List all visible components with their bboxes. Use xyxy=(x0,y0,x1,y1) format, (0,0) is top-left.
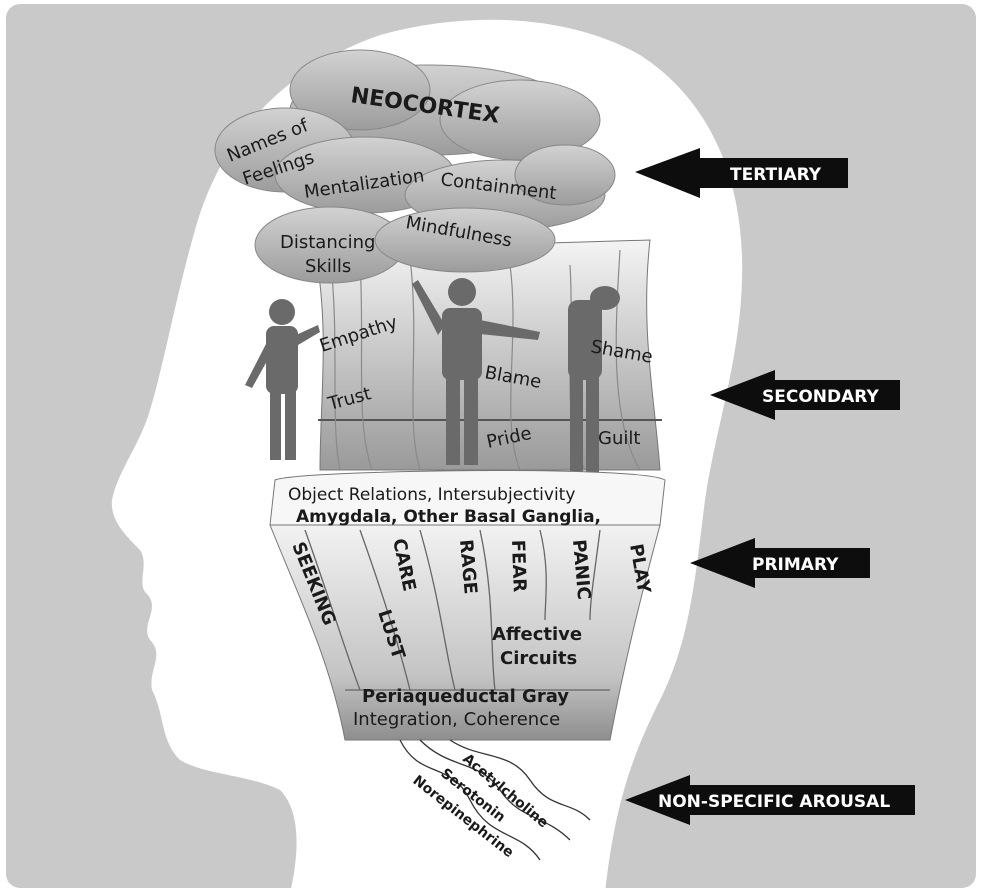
label-integration: Integration, Coherence xyxy=(353,709,560,730)
object-relations-band xyxy=(269,470,666,526)
label-skills: Skills xyxy=(305,256,351,277)
label-guilt: Guilt xyxy=(598,428,640,449)
primary-column-lines xyxy=(304,529,610,691)
neurotransmitter-ribbons xyxy=(399,739,591,861)
label-panic: PANIC xyxy=(568,539,594,601)
figure-empathy xyxy=(245,299,320,460)
figure-shame xyxy=(568,286,620,475)
arrow-arousal: NON-SPECIFIC AROUSAL xyxy=(625,775,915,825)
label-circuits: Circuits xyxy=(500,648,577,669)
label-object-relations: Object Relations, Intersubjectivity xyxy=(288,485,575,505)
label-fear: FEAR xyxy=(507,539,530,592)
label-tertiary: TERTIARY xyxy=(730,165,822,185)
primary-region xyxy=(269,524,661,741)
label-primary: PRIMARY xyxy=(752,555,839,575)
arrow-tertiary: TERTIARY xyxy=(635,148,848,198)
label-affective: Affective xyxy=(492,624,582,645)
label-secondary: SECONDARY xyxy=(762,387,879,407)
figure-blame xyxy=(412,278,540,465)
label-arousal: NON-SPECIFIC AROUSAL xyxy=(658,792,890,812)
arrow-secondary: SECONDARY xyxy=(710,370,900,420)
tertiary-clouds xyxy=(214,49,616,284)
arrow-primary: PRIMARY xyxy=(690,538,870,588)
label-amygdala: Amygdala, Other Basal Ganglia, xyxy=(296,507,601,527)
label-distancing: Distancing xyxy=(280,232,375,253)
label-rage: RAGE xyxy=(455,539,481,595)
label-periaqueductal: Periaqueductal Gray xyxy=(362,686,569,707)
